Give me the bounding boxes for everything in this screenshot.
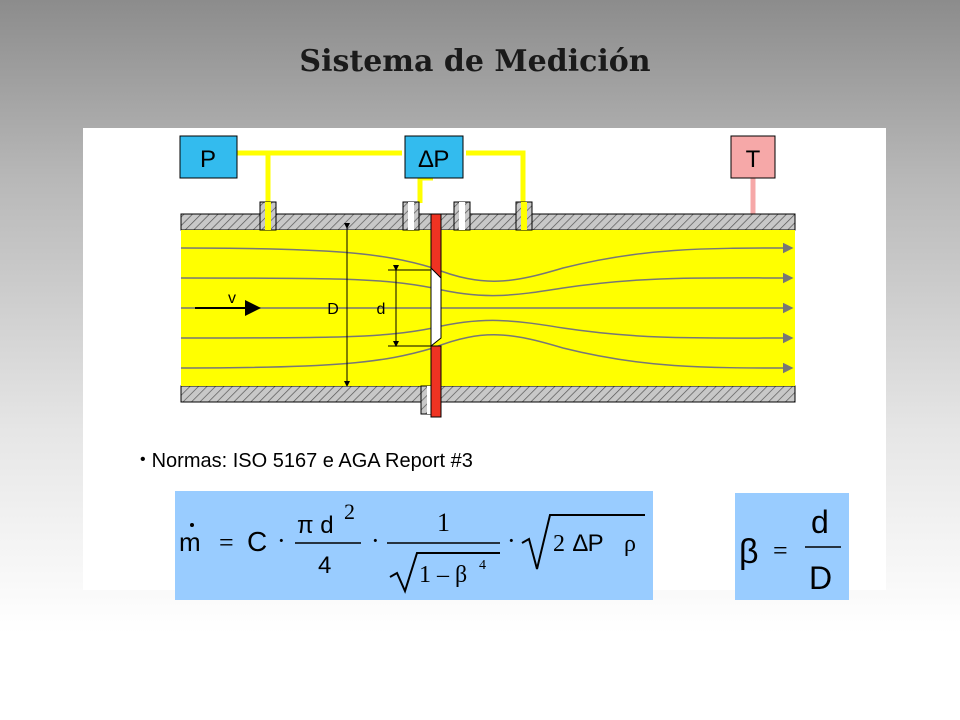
mass-flow-symbol: m [179, 527, 201, 557]
factor-2: 2 [553, 531, 565, 557]
delta-p: ∆P [573, 530, 604, 557]
pipe-diameter-label: D [327, 301, 339, 318]
mass-flow-equals: = [219, 528, 234, 557]
beta-formula: β = d D [739, 504, 841, 596]
pi-d-numerator: π d [297, 512, 334, 539]
mass-flow-formula: m = C · π d 2 4 · 1 1 – β 4 · 2 ∆P ρ [179, 499, 645, 594]
pressure-box [179, 135, 238, 179]
mass-flow-dot [190, 523, 194, 527]
pressure-label: P [200, 146, 216, 173]
temperature-box [730, 135, 776, 179]
differential-pressure-box [404, 135, 464, 179]
discharge-coefficient: C [247, 526, 267, 557]
beta-symbol: β [739, 533, 759, 571]
density-rho: ρ [624, 531, 636, 557]
mass-flow-formula-box: m = C · π d 2 4 · 1 1 – β 4 · 2 ∆P ρ [175, 491, 653, 600]
square-root-sign-1 [389, 552, 500, 594]
temperature-label: T [746, 146, 761, 173]
beta-denominator: D [809, 560, 832, 596]
square-root-sign-2 [521, 514, 645, 570]
exponent-4: 4 [479, 558, 486, 573]
beta-formula-box: β = d D [735, 493, 849, 600]
beta-equals: = [773, 536, 788, 565]
flow-streamlines [180, 242, 794, 374]
orifice-diameter-label: d [377, 301, 386, 318]
orifice-plate [430, 213, 442, 418]
pipe-bottom-wall [180, 385, 796, 403]
multiply-dot-3: · [507, 526, 516, 555]
signal-lines [237, 150, 526, 203]
root-expression: 1 – β [419, 562, 467, 588]
bullet-dot: • [140, 451, 146, 468]
velocity-label: v [228, 290, 236, 307]
multiply-dot-1: · [277, 526, 286, 555]
differential-pressure-label: ∆P [419, 146, 450, 173]
multiply-dot-2: · [371, 526, 380, 555]
orifice-meter-diagram: P ∆P T v D d [179, 135, 796, 418]
denominator-4: 4 [318, 552, 331, 579]
beta-numerator: d [811, 504, 829, 540]
numerator-1: 1 [437, 508, 450, 537]
standards-bullet: • Normas: ISO 5167 e AGA Report #3 [140, 450, 473, 473]
standards-text: Normas: ISO 5167 e AGA Report #3 [151, 450, 473, 472]
exponent-2: 2 [344, 499, 355, 524]
slide-title: Sistema de Medición [299, 44, 651, 79]
